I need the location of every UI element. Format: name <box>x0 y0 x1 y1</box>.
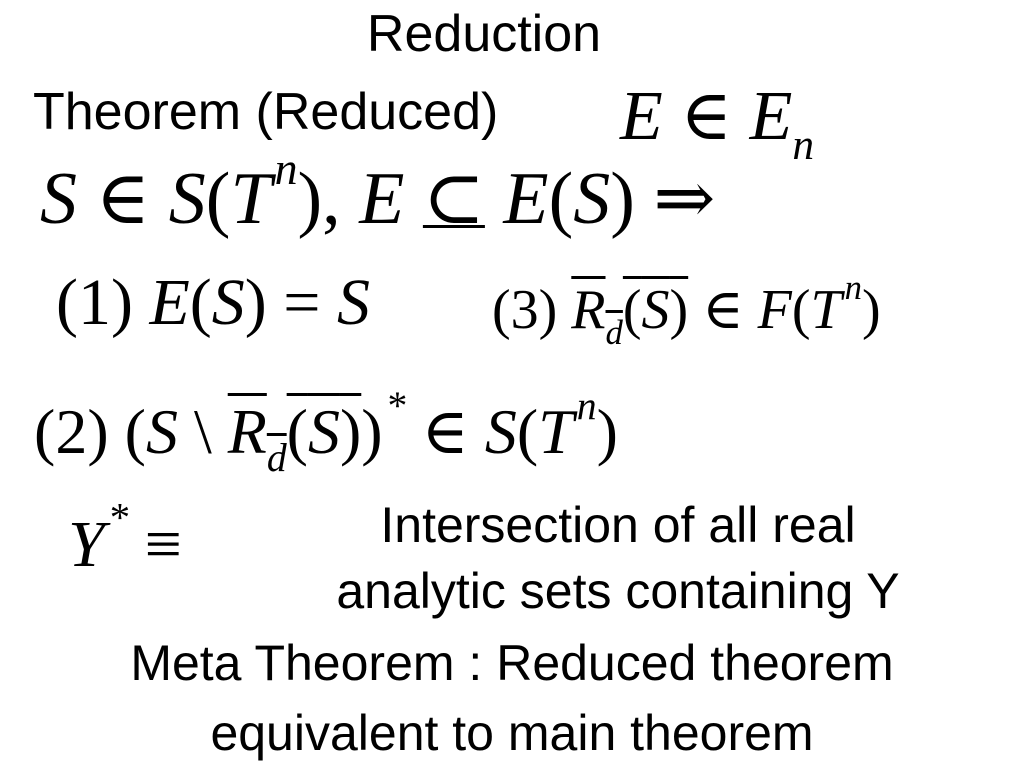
formula-hypothesis: S ∈ S(Tn), E ⊂ E(S) ⇒ <box>40 143 716 240</box>
formula-item1: (1) E(S) = S <box>56 266 370 339</box>
definition-line2: analytic sets containing Y <box>336 563 900 619</box>
formula-item2: (2) (S \ Rd(S))* ∈ S(Tn) <box>34 384 618 480</box>
formula-item3: (3) Rd(S) ∈ F(Tn) <box>492 267 881 352</box>
formula-ystar-definition: Y* ≡ <box>68 495 182 581</box>
formula-e-membership: E ∈ En <box>620 78 815 169</box>
definition-line1: Intersection of all real <box>380 497 856 553</box>
meta-theorem-line2: equivalent to main theorem <box>210 705 814 761</box>
slide-title-line2: Theorem (Reduced) <box>33 83 499 141</box>
slide-title-line1: Reduction <box>366 5 602 63</box>
meta-theorem-line1: Meta Theorem : Reduced theorem <box>130 635 894 691</box>
